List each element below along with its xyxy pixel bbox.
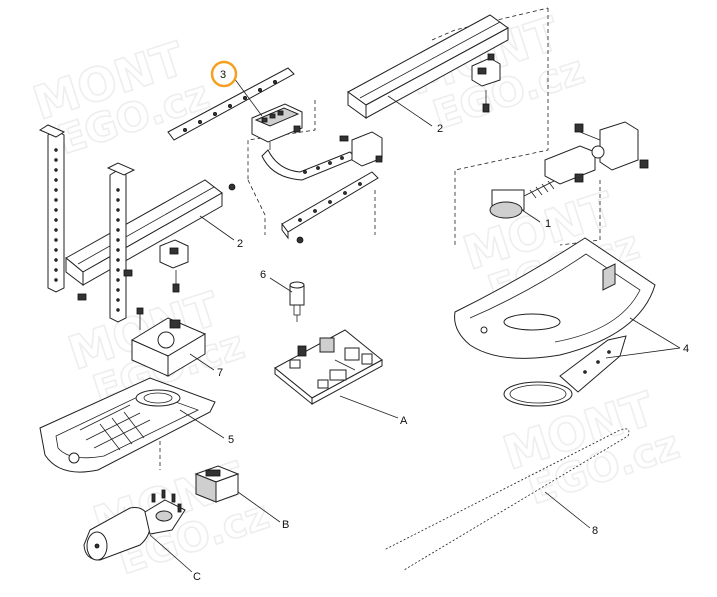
trolley-carriage [251,103,303,150]
label-part-5: 5 [228,434,234,446]
drive-chain-8 [383,427,631,572]
label-part-1: 1 [545,218,551,230]
hanger-bar-2 [77,162,136,323]
capacitor-6 [289,281,305,322]
label-part-B: B [282,519,289,531]
part-labels: 1 2 2 3 4 5 6 7 8 A B C [193,69,689,583]
base-plate-5 [39,377,216,473]
control-board-A [274,329,383,406]
door-arm-bar [281,171,379,244]
rail-upper-2 [347,14,509,119]
limit-switch-1 [489,177,561,219]
label-part-7: 7 [217,367,223,379]
drive-unit-7 [130,307,207,377]
label-part-3: 3 [220,69,226,81]
rail-end-bracket [544,121,649,185]
cover-lens-4 [503,335,627,407]
label-part-4: 4 [683,343,689,355]
label-part-A: A [400,415,408,427]
arm-bracket [339,131,383,167]
rail-lower-2 [65,179,236,287]
label-part-2-lower: 2 [237,238,243,250]
transformer-B [194,465,240,503]
rail-clip-top [471,53,501,113]
motor-C [83,489,186,561]
connecting-arm [261,149,357,181]
highlight-ring [210,60,238,88]
hanger-bar-1 [38,124,66,293]
label-part-6: 6 [260,269,266,281]
rail-clip-left [159,239,189,293]
cover-housing-4 [454,237,656,359]
leader-lines [149,77,681,573]
label-part-8: 8 [592,525,598,537]
perforated-strip-3 [167,67,295,141]
label-part-C: C [193,571,201,583]
label-part-2-upper: 2 [437,123,443,135]
